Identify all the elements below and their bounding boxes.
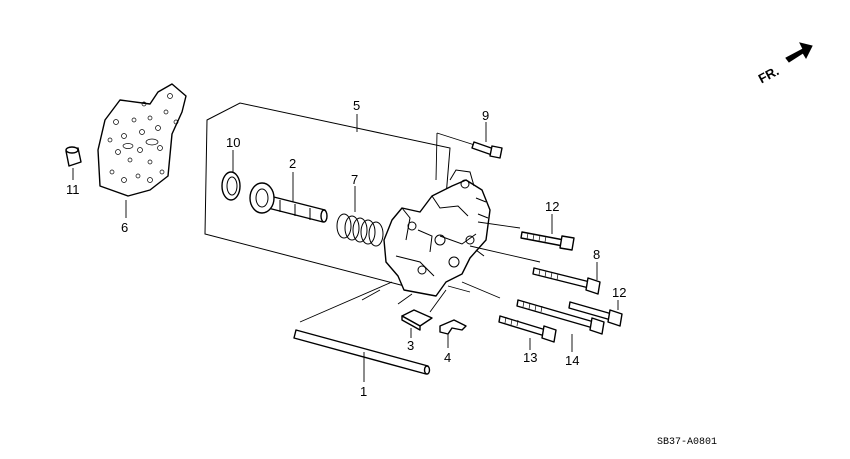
callout-10: 10	[226, 135, 240, 150]
filter-cap	[65, 146, 82, 167]
spring	[336, 213, 384, 247]
callout-5: 5	[353, 98, 360, 113]
separator-plate	[97, 83, 187, 197]
servo-valve	[249, 182, 328, 223]
bolt-13	[498, 315, 557, 343]
callout-8: 8	[593, 247, 600, 262]
callout-14: 14	[565, 353, 579, 368]
front-label: FR.	[756, 63, 782, 86]
callout-leaders	[72, 114, 619, 382]
callout-7: 7	[351, 172, 358, 187]
front-arrow-icon	[785, 42, 813, 63]
callout-labels: 1 2 3 4 5 6 7 8 9 10 11 12 12 13 14	[66, 98, 626, 399]
bolt-12-lower	[568, 301, 623, 327]
callout-6: 6	[121, 220, 128, 235]
bolt-12-upper	[520, 231, 575, 251]
servo-body	[383, 169, 491, 297]
callout-13: 13	[523, 350, 537, 365]
callout-12-lower: 12	[612, 285, 626, 300]
callout-9: 9	[482, 108, 489, 123]
bolt-14	[516, 299, 605, 335]
callout-3: 3	[407, 338, 414, 353]
callout-12-upper: 12	[545, 199, 559, 214]
filter-pad	[401, 309, 433, 331]
bolt-9	[471, 141, 503, 159]
o-ring	[221, 171, 241, 201]
callout-2: 2	[289, 156, 296, 171]
callout-1: 1	[360, 384, 367, 399]
bolt-8	[532, 267, 601, 295]
drawing-code: SB37-A0801	[657, 437, 717, 448]
callout-4: 4	[444, 350, 451, 365]
front-direction-indicator: FR.	[756, 42, 813, 86]
retaining-clip	[439, 319, 467, 335]
rod	[293, 329, 431, 375]
callout-11: 11	[66, 182, 80, 197]
